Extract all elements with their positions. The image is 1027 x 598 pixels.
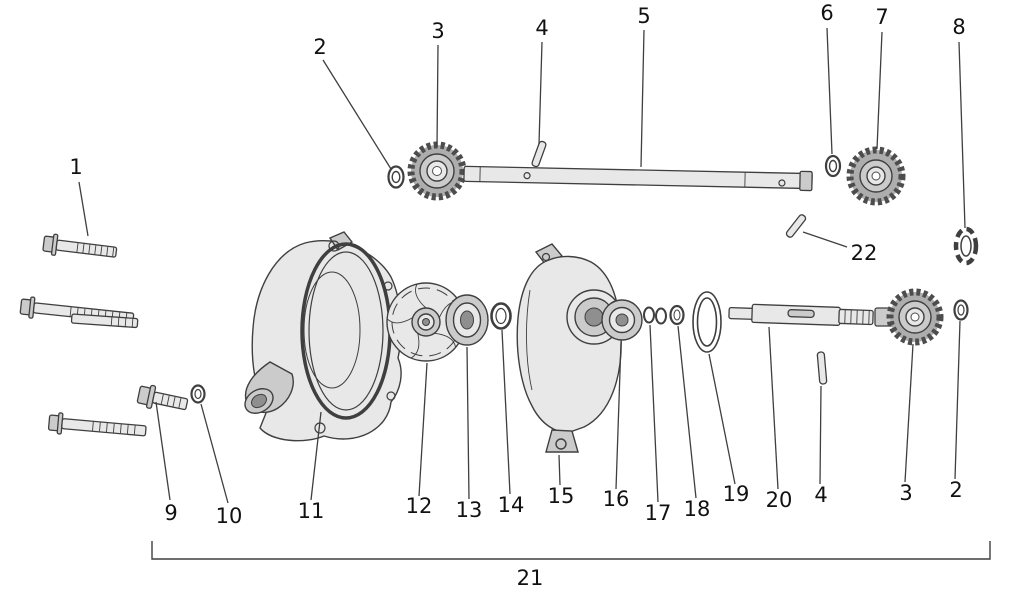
part-label-3: 3: [431, 19, 444, 43]
leader-19: [708, 353, 736, 485]
part-label-20: 20: [766, 488, 793, 512]
part-label-22: 22: [851, 241, 878, 265]
part-bearing-16: [601, 299, 643, 341]
leader-18: [677, 325, 697, 499]
part-label-11: 11: [298, 499, 325, 523]
part-label-7: 7: [875, 5, 888, 29]
leader-10: [200, 403, 229, 504]
part-label-8: 8: [952, 15, 965, 39]
part-impeller-12: [386, 282, 466, 362]
part-washer-6: [824, 154, 842, 178]
part-label-6: 6: [820, 1, 833, 25]
part-label-2: 2: [313, 35, 326, 59]
leader-6: [826, 27, 833, 155]
part-label-12: 12: [406, 494, 433, 518]
part-cover-15: [516, 243, 622, 453]
part-label-21: 21: [517, 566, 544, 590]
leader-15: [558, 454, 561, 486]
part-oring-19: [692, 291, 722, 353]
part-flange-bolt-9: [136, 384, 189, 411]
part-bolt-1a: [42, 233, 118, 258]
part-label-17: 17: [645, 501, 672, 525]
part-label-1: 1: [69, 155, 82, 179]
part-circlip-18: [669, 304, 685, 326]
part-clip-8: [953, 226, 979, 266]
part-gear-3: [407, 141, 467, 201]
assembly-bracket-21: [151, 541, 991, 560]
leader-16: [615, 341, 622, 490]
leader-2: [322, 59, 392, 170]
leader-13: [466, 346, 470, 500]
part-gear-3b: [874, 288, 944, 346]
leader-22: [802, 231, 848, 248]
part-seal-13: [445, 294, 489, 346]
leader-3b: [904, 343, 914, 483]
part-shaft-5: [463, 165, 813, 192]
part-label-14: 14: [498, 493, 525, 517]
part-label-3b: 3: [899, 481, 912, 505]
leader-8: [958, 41, 966, 229]
leader-lines: [78, 27, 966, 504]
part-label-10: 10: [216, 504, 243, 528]
part-label-16: 16: [603, 487, 630, 511]
part-shaft-20: [728, 303, 874, 326]
leader-17: [649, 324, 659, 503]
callout-labels: 1 2 3 4 5 6 7 8 22 9 10 11 12 13 14 15 1…: [69, 1, 965, 590]
leader-11: [310, 411, 322, 501]
leader-3: [436, 44, 439, 148]
leader-4: [538, 41, 543, 145]
leader-20: [768, 326, 779, 490]
part-bolt-1c: [47, 412, 147, 437]
part-label-9: 9: [164, 501, 177, 525]
leader-2b: [954, 320, 961, 480]
part-label-2b: 2: [949, 478, 962, 502]
leader-1: [78, 181, 89, 237]
part-label-13: 13: [456, 498, 483, 522]
part-rings-17: [643, 306, 667, 325]
leader-7: [876, 31, 883, 150]
part-label-4b: 4: [814, 483, 827, 507]
part-label-5: 5: [637, 4, 650, 28]
part-pin-22: [785, 214, 807, 238]
part-label-4: 4: [535, 16, 548, 40]
part-stud-1: [70, 313, 139, 329]
part-label-15: 15: [548, 484, 575, 508]
part-pin-4b: [816, 351, 828, 385]
part-washer-10: [190, 384, 206, 404]
part-gear-7: [846, 146, 906, 206]
part-label-18: 18: [684, 497, 711, 521]
leader-4b: [819, 385, 822, 485]
leader-5: [640, 29, 645, 168]
part-washer-2b: [953, 299, 969, 321]
part-ring-14: [490, 302, 512, 330]
part-washer-2: [387, 165, 405, 189]
part-label-19: 19: [723, 482, 750, 506]
part-housing-11: [244, 231, 402, 442]
leader-14: [501, 329, 511, 495]
part-pin-4: [531, 140, 547, 168]
leader-9: [155, 401, 171, 501]
leader-12: [418, 362, 428, 497]
